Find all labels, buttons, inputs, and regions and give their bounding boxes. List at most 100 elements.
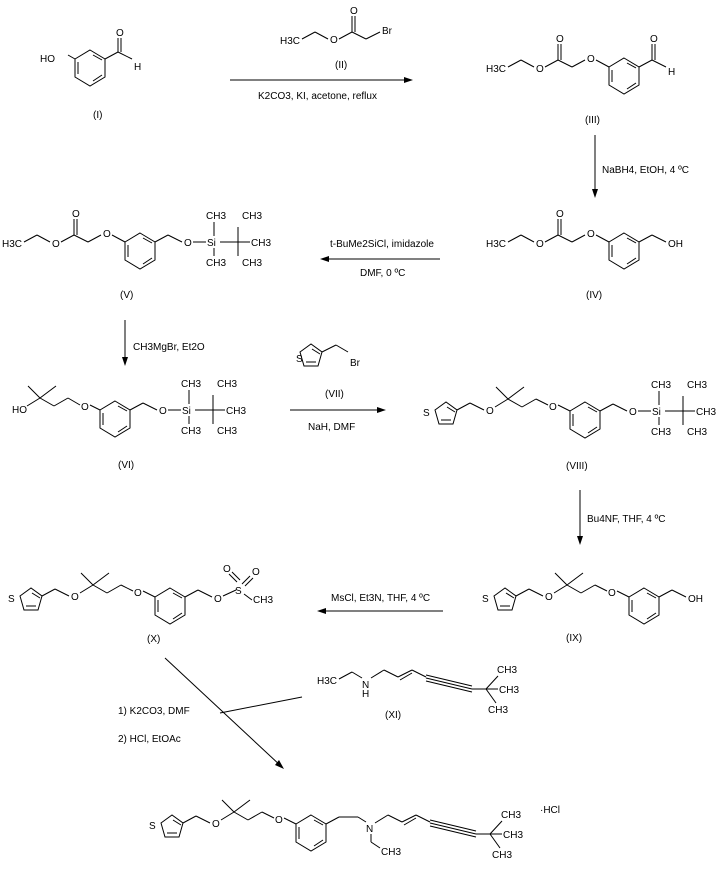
atom-O: O <box>350 6 358 17</box>
condition-step8b: 2) HCl, EtOAc <box>118 734 181 745</box>
atom-Br: Br <box>382 26 393 37</box>
compound-VII: S Br (VII) <box>296 343 361 400</box>
arrow-step5: NaH, DMF <box>290 407 386 433</box>
compound-VIII: S O O O Si CH3 CH3 CH3 CH3 CH3 (VIII) <box>423 380 716 472</box>
condition-step5: NaH, DMF <box>308 422 355 433</box>
atom-O: O <box>103 229 111 240</box>
atom-O: O <box>549 402 557 413</box>
atom-S: S <box>235 586 242 597</box>
atom-O: O <box>159 406 167 417</box>
atom-O: O <box>52 239 60 250</box>
atom-H3C: H3C <box>280 36 300 47</box>
compound-III: H3C O O O O H (III) <box>486 34 675 126</box>
atom-O: O <box>536 64 544 75</box>
atom-H: H <box>668 67 675 78</box>
compound-V: H3C O O O O Si CH3 CH3 CH3 CH3 CH3 (V) <box>2 209 271 301</box>
atom-O: O <box>587 54 595 65</box>
atom-CH3: CH3 <box>381 847 401 858</box>
label-XI: (XI) <box>385 710 401 721</box>
atom-H: H <box>134 62 141 73</box>
atom-O: O <box>556 34 564 45</box>
atom-Si: Si <box>182 406 191 417</box>
atom-O: O <box>184 238 192 249</box>
condition-step4: CH3MgBr, Et2O <box>133 342 205 353</box>
atom-H: H <box>362 689 369 700</box>
arrow-step3: t-BuMe2SiCl, imidazole DMF, 0 ºC <box>320 239 440 279</box>
label-IV: (IV) <box>586 290 602 301</box>
atom-CH3: CH3 <box>497 665 517 676</box>
condition-step2: NaBH4, EtOH, 4 ºC <box>602 165 689 176</box>
arrow-step6: Bu4NF, THF, 4 ºC <box>577 490 666 545</box>
compound-II: H3C O O Br (II) <box>280 6 393 71</box>
label-V: (V) <box>120 290 133 301</box>
compound-final: S O O N CH3 CH3 CH3 CH <box>149 799 560 861</box>
condition-step7: MsCl, Et3N, THF, 4 ºC <box>331 593 430 604</box>
compound-X: S O O O S O O CH3 (X) <box>8 564 273 645</box>
atom-O: O <box>252 567 260 578</box>
arrow-step2: NaBH4, EtOH, 4 ºC <box>592 135 689 198</box>
atom-O: O <box>116 28 124 39</box>
atom-O: O <box>212 819 220 830</box>
arrow-step7: MsCl, Et3N, THF, 4 ºC <box>317 593 443 614</box>
label-VIII: (VIII) <box>566 461 588 472</box>
compound-VI: HO O O Si CH3 CH3 CH3 CH3 CH3 (VI) <box>12 379 246 471</box>
atom-N: N <box>366 824 373 835</box>
arrow-step1: K2CO3, KI, acetone, reflux <box>230 77 413 102</box>
salt-HCl: ·HCl <box>540 805 560 816</box>
atom-H3C: H3C <box>486 64 506 75</box>
label-VI: (VI) <box>118 460 134 471</box>
atom-O: O <box>650 34 658 45</box>
atom-O: O <box>275 815 283 826</box>
arrow-step4: CH3MgBr, Et2O <box>122 320 205 366</box>
atom-CH3: CH3 <box>503 830 523 841</box>
atom-O: O <box>556 209 564 220</box>
atom-CH3: CH3 <box>696 407 716 418</box>
compound-I: HO O H (I) <box>40 28 141 121</box>
atom-O: O <box>536 239 544 250</box>
atom-CH3: CH3 <box>687 427 707 438</box>
atom-HO: HO <box>40 54 55 65</box>
compound-IV: H3C O O O OH (IV) <box>486 209 683 301</box>
label-VII: (VII) <box>325 389 344 400</box>
atom-O: O <box>629 407 637 418</box>
label-II: (II) <box>335 60 347 71</box>
atom-Si: Si <box>652 407 661 418</box>
condition-step8a: 1) K2CO3, DMF <box>118 706 190 717</box>
atom-CH3: CH3 <box>217 379 237 390</box>
atom-CH3: CH3 <box>217 426 237 437</box>
atom-CH3: CH3 <box>226 406 246 417</box>
label-IX: (IX) <box>566 633 582 644</box>
condition-step6: Bu4NF, THF, 4 ºC <box>587 514 666 525</box>
atom-O: O <box>223 564 231 575</box>
atom-O: O <box>72 209 80 220</box>
atom-CH3: CH3 <box>242 258 262 269</box>
atom-Br: Br <box>350 358 361 369</box>
atom-CH3: CH3 <box>687 380 707 391</box>
atom-CH3: CH3 <box>181 379 201 390</box>
atom-H3C: H3C <box>2 239 22 250</box>
atom-CH3: CH3 <box>488 705 508 716</box>
atom-CH3: CH3 <box>492 850 512 861</box>
atom-CH3: CH3 <box>499 685 519 696</box>
atom-S: S <box>482 594 489 605</box>
atom-O: O <box>545 592 553 603</box>
atom-CH3: CH3 <box>651 427 671 438</box>
atom-OH: OH <box>668 239 683 250</box>
atom-OH: OH <box>688 594 703 605</box>
label-I: (I) <box>93 110 102 121</box>
condition-step3b: DMF, 0 ºC <box>360 268 405 279</box>
condition-step3a: t-BuMe2SiCl, imidazole <box>330 239 434 250</box>
atom-CH3: CH3 <box>501 810 521 821</box>
atom-O: O <box>486 406 494 417</box>
compound-IX: S O O OH (IX) <box>482 572 703 644</box>
atom-CH3: CH3 <box>206 258 226 269</box>
atom-O: O <box>587 229 595 240</box>
atom-S: S <box>149 821 156 832</box>
label-X: (X) <box>147 634 160 645</box>
condition-step1: K2CO3, KI, acetone, reflux <box>258 91 377 102</box>
atom-CH3: CH3 <box>651 380 671 391</box>
arrow-step8: 1) K2CO3, DMF 2) HCl, EtOAc <box>118 657 303 769</box>
atom-CH3: CH3 <box>242 211 262 222</box>
atom-H3C: H3C <box>317 676 337 687</box>
atom-CH3: CH3 <box>206 211 226 222</box>
